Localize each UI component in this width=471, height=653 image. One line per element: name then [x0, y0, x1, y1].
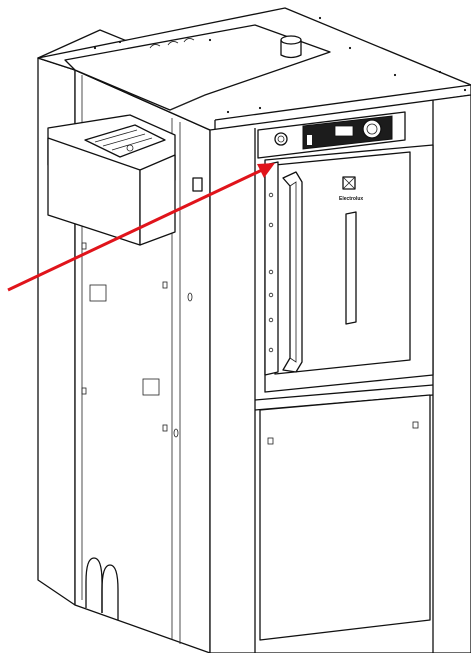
- drum-door: Electrolux: [264, 144, 434, 393]
- control-panel: [257, 111, 406, 159]
- pointer-arrow: [7, 163, 275, 292]
- brand-label: Electrolux: [339, 196, 363, 202]
- cabinet-openings: [81, 242, 193, 438]
